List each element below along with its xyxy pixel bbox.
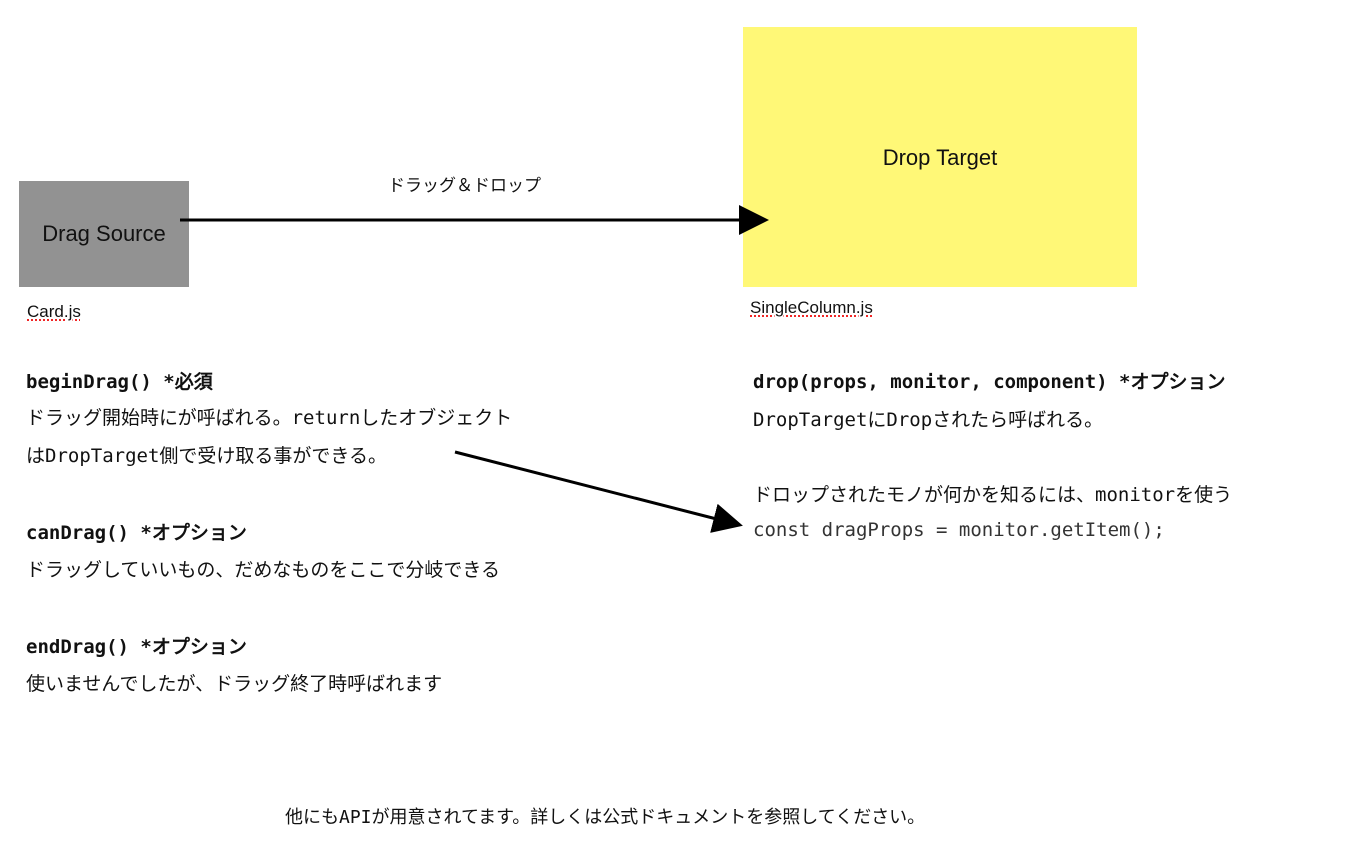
- candrag-title: canDrag() *オプション: [26, 522, 247, 544]
- drag-source-label: Drag Source: [42, 221, 166, 246]
- footer-note: 他にもAPIが用意されてます。詳しくは公式ドキュメントを参照してください。: [285, 807, 926, 828]
- begindrag-desc-2: はDropTarget側で受け取る事ができる。: [26, 445, 388, 467]
- candrag-desc: ドラッグしていいもの、だめなものをここで分岐できる: [26, 559, 501, 581]
- drop-target-box: Drop Target: [743, 27, 1137, 287]
- begindrag-desc-1: ドラッグ開始時にが呼ばれる。returnしたオブジェクト: [26, 407, 513, 429]
- item-flow-arrow: [454, 450, 743, 533]
- enddrag-desc: 使いませんでしたが、ドラッグ終了時呼ばれます: [26, 673, 443, 695]
- drop-desc: DropTargetにDropされたら呼ばれる。: [753, 409, 1104, 431]
- drag-source-box: Drag Source: [19, 181, 189, 287]
- drop-title: drop(props, monitor, component) *オプション: [753, 371, 1226, 393]
- drop-target-label: Drop Target: [882, 145, 998, 170]
- monitor-desc: ドロップされたモノが何かを知るには、monitorを使う: [753, 484, 1233, 506]
- begindrag-title: beginDrag() *必須: [26, 371, 213, 393]
- enddrag-title: endDrag() *オプション: [26, 636, 247, 658]
- code-snippet: const dragProps = monitor.getItem();: [753, 519, 1165, 541]
- arrow-label: ドラッグ＆ドロップ: [388, 176, 541, 196]
- source-file: Card.js: [27, 302, 81, 321]
- target-file: SingleColumn.js: [750, 298, 873, 317]
